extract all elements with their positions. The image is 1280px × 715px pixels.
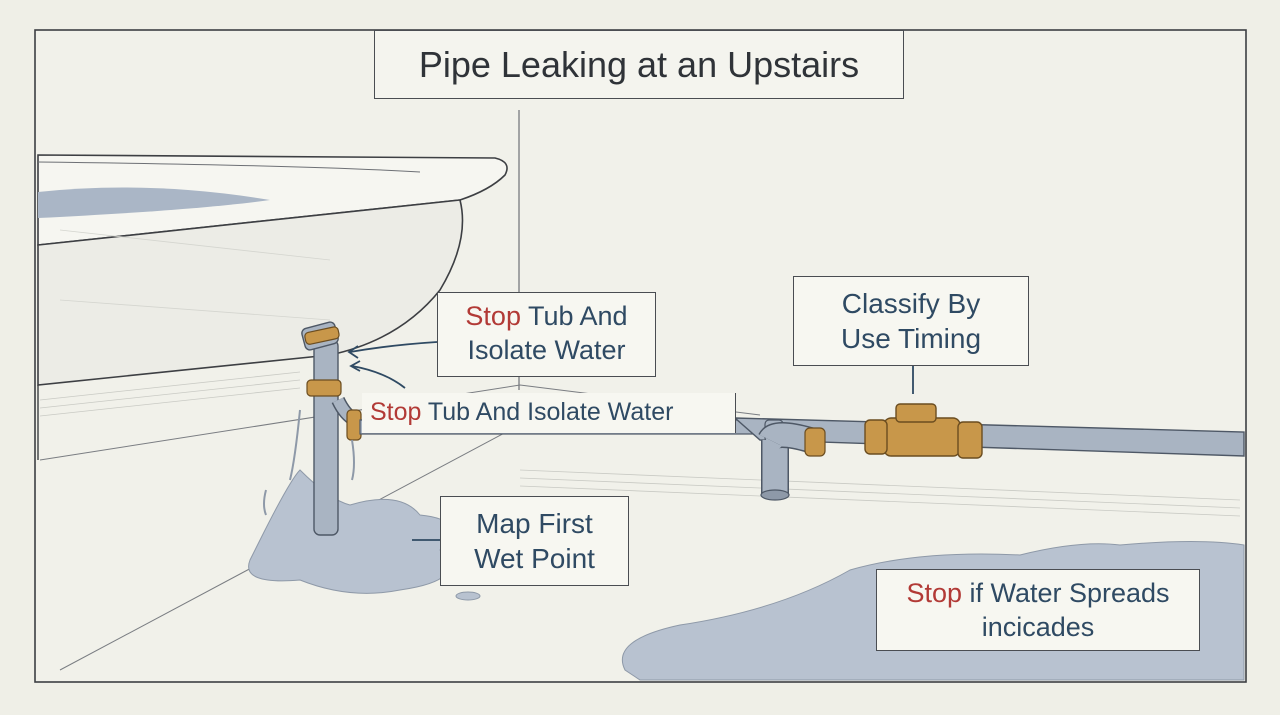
label-stop-spread: Stop if Water Spreads incicades [876,569,1200,651]
page-title: Pipe Leaking at an Upstairs [374,30,904,99]
label-map-wet-point: Map First Wet Point [440,496,629,586]
stop-word: Stop [465,301,521,331]
stop-word: Stop [906,578,962,608]
callout-arrows [347,341,914,541]
label-text: Isolate Water [467,334,626,365]
label-stop-tub-inline: Stop Tub And Isolate Water [362,393,736,433]
label-text: incicades [981,611,1095,642]
stop-word: Stop [370,398,422,426]
label-text: Wet Point [474,543,595,574]
tee-fitting [864,403,983,459]
label-text: Tub And [520,301,628,331]
label-stop-tub-box: Stop Tub And Isolate Water [437,292,656,377]
label-classify: Classify By Use Timing [793,276,1029,366]
label-text: Use Timing [840,323,982,354]
water-drop [455,591,481,601]
floor-hatching [39,371,1241,517]
label-text: if Water Spreads [961,578,1170,608]
bathtub [37,154,508,460]
label-text: Map First [476,508,593,539]
label-text: Tub And Isolate Water [421,398,674,426]
leaking-pipe [263,321,362,536]
label-text: Classify By [841,288,981,319]
